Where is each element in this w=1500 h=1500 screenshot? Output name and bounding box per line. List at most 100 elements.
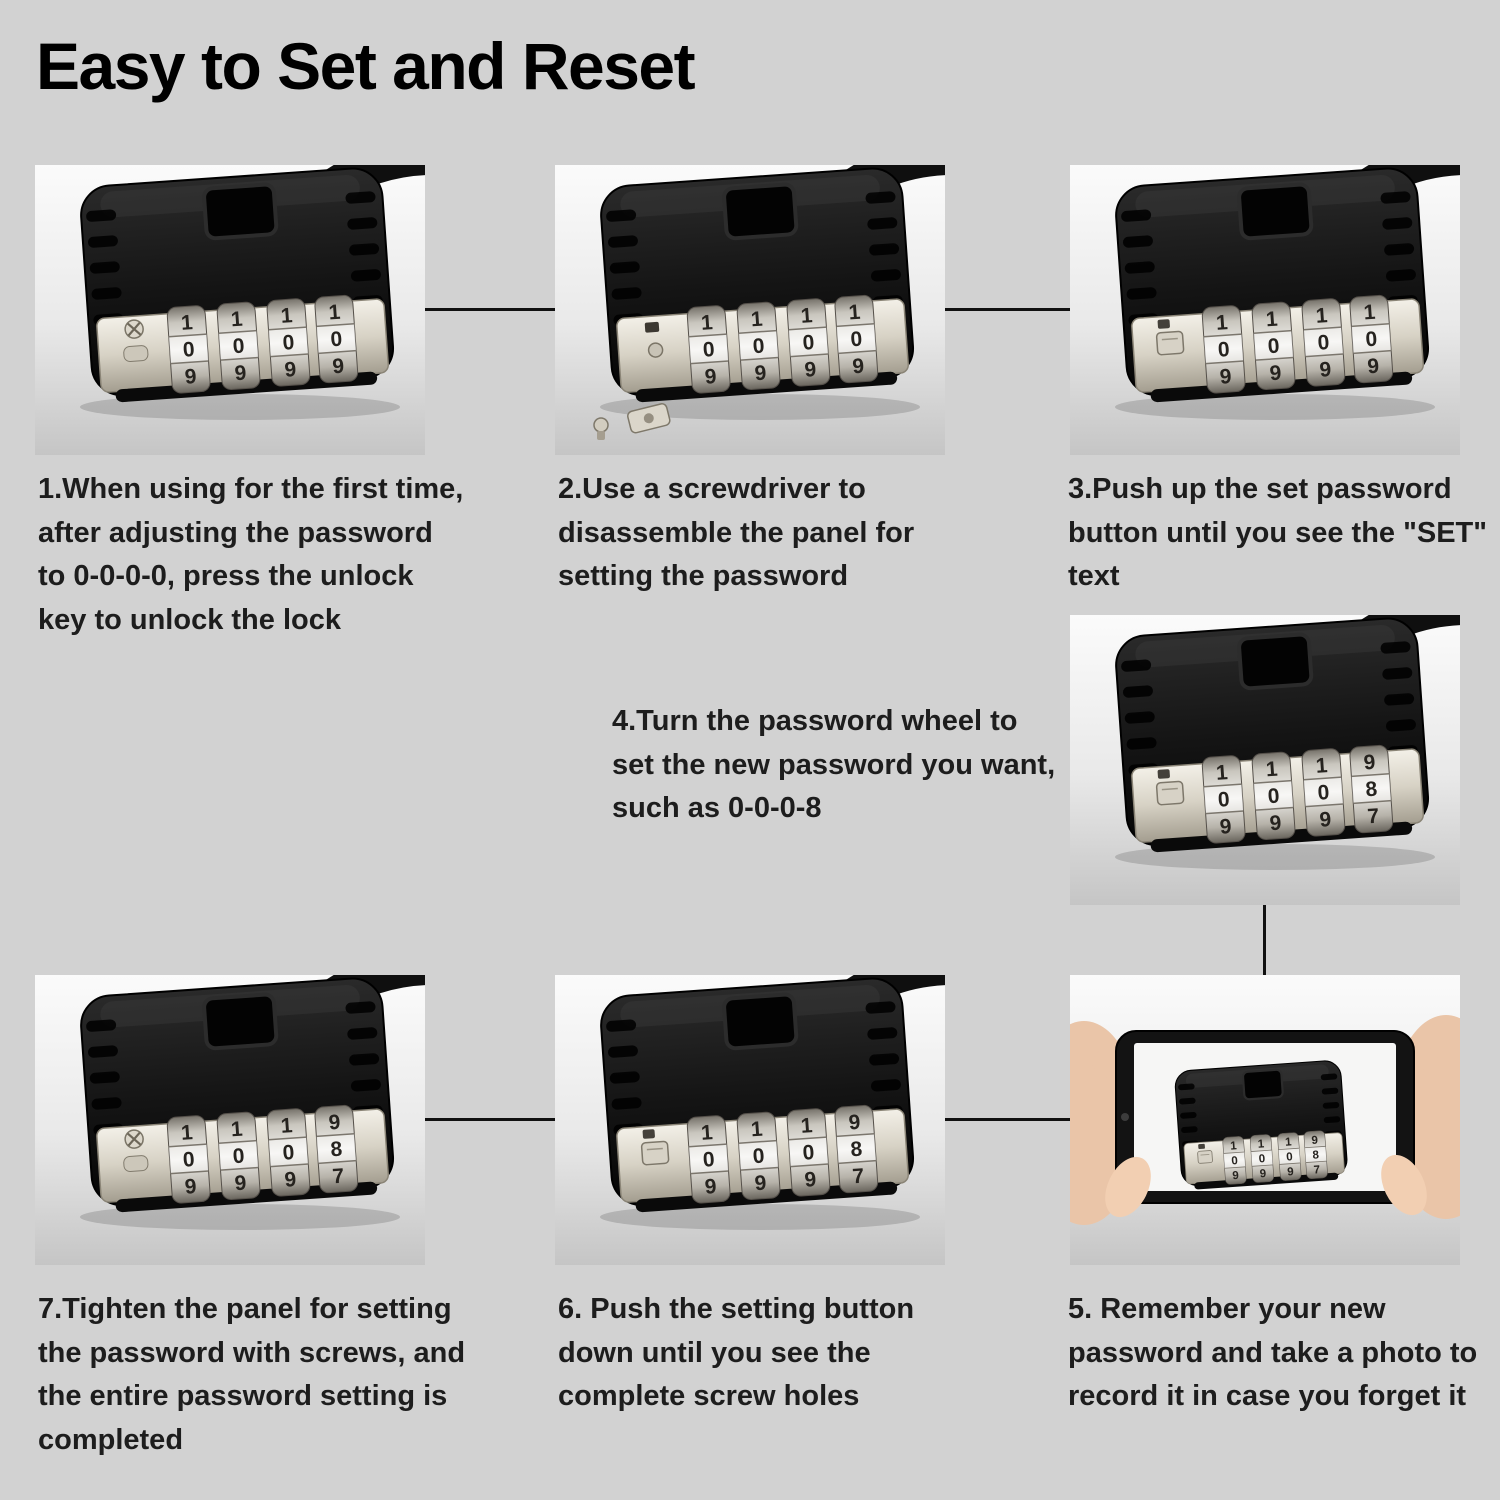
dial-wheel-4: 9 8 7: [1349, 744, 1394, 834]
dial-wheel-3: 1 0 9: [786, 1108, 831, 1197]
step-2-photo: 1 0 9 1 0 9 1 0 9 1 0: [555, 165, 945, 455]
dial-wheel-1: 1 0 9: [1201, 755, 1246, 844]
svg-text:0: 0: [1365, 328, 1378, 352]
svg-text:9: 9: [704, 1175, 717, 1199]
padlock-body: 1 0 9 1 0 9 1 0 9 9 8: [1115, 617, 1430, 853]
svg-text:9: 9: [184, 365, 197, 389]
svg-text:9: 9: [804, 358, 817, 382]
svg-text:9: 9: [284, 358, 297, 382]
dial-wheel-1: 1 0 9: [686, 305, 731, 394]
svg-text:9: 9: [234, 1171, 247, 1195]
svg-text:9: 9: [284, 1168, 297, 1192]
svg-text:0: 0: [1267, 334, 1280, 358]
svg-text:1: 1: [280, 1114, 294, 1138]
set-password-button: [1155, 319, 1185, 356]
step-7-photo: 1 0 9 1 0 9 1 0 9 9 8: [35, 975, 425, 1265]
removed-screw: [593, 417, 609, 433]
svg-text:9: 9: [1287, 1166, 1294, 1178]
padlock-body: 1 0 9 1 0 9 1 0 9 9 8: [80, 977, 395, 1213]
phone-photo-image-step-5: 1 0 9 1 0 9 1 0 9 9 8: [1070, 975, 1460, 1265]
svg-text:9: 9: [1363, 751, 1376, 775]
svg-text:0: 0: [702, 338, 715, 362]
svg-text:8: 8: [1365, 778, 1379, 802]
svg-text:0: 0: [802, 1141, 815, 1165]
svg-text:9: 9: [754, 1171, 767, 1195]
dial-wheel-2: 1 0 9: [1249, 1134, 1274, 1183]
svg-text:9: 9: [1219, 815, 1232, 839]
svg-text:1: 1: [750, 308, 764, 332]
svg-text:9: 9: [332, 355, 345, 379]
svg-text:8: 8: [1312, 1149, 1320, 1161]
svg-text:0: 0: [232, 334, 245, 358]
connector-line-bottom-1: [425, 1118, 555, 1121]
svg-text:1: 1: [180, 1121, 194, 1145]
svg-text:9: 9: [754, 361, 767, 385]
padlock-image-step-7: 1 0 9 1 0 9 1 0 9 9 8: [35, 975, 425, 1265]
dial-wheel-4: 1 0 9: [314, 294, 359, 384]
left-thumb: [1105, 1156, 1151, 1218]
svg-text:1: 1: [1265, 308, 1279, 332]
svg-text:1: 1: [800, 1114, 814, 1138]
svg-text:1: 1: [230, 1118, 244, 1142]
dial-wheel-3: 1 0 9: [1301, 298, 1346, 387]
svg-text:1: 1: [700, 311, 714, 335]
shackle-slot: [202, 182, 279, 241]
right-thumb: [1381, 1154, 1427, 1216]
dial-wheel-4: 1 0 9: [1349, 294, 1394, 384]
dial-wheel-1: 1 0 9: [166, 305, 211, 394]
svg-text:9: 9: [328, 1111, 341, 1135]
dial-wheel-3: 1 0 9: [786, 298, 831, 387]
svg-text:9: 9: [1269, 361, 1282, 385]
shackle-slot: [1237, 632, 1314, 691]
removed-screw-plate: [593, 403, 671, 440]
svg-text:9: 9: [1232, 1170, 1239, 1182]
svg-text:1: 1: [1215, 311, 1229, 335]
svg-text:9: 9: [704, 365, 717, 389]
svg-text:1: 1: [1315, 304, 1329, 328]
dial-wheel-1: 1 0 9: [1201, 305, 1246, 394]
dial-wheel-2: 1 0 9: [1251, 751, 1296, 840]
shackle-slot: [722, 992, 799, 1051]
set-password-button: [640, 1129, 670, 1166]
unlock-screw: [123, 319, 149, 362]
svg-text:0: 0: [1231, 1155, 1238, 1167]
shackle-slot: [202, 992, 279, 1051]
connector-line-top-1: [425, 308, 555, 311]
dial-wheel-4: 9 8 7: [1303, 1130, 1328, 1179]
set-password-button: [1197, 1143, 1213, 1164]
svg-text:0: 0: [1217, 788, 1230, 812]
padlock-image-step-1: 1 0 9 1 0 9 1 0 9 1 0: [35, 165, 425, 455]
dial-wheel-3: 1 0 9: [266, 1108, 311, 1197]
padlock-body: 1 0 9 1 0 9 1 0 9 1 0: [80, 167, 395, 403]
svg-text:9: 9: [1219, 365, 1232, 389]
connector-line-bottom-2: [945, 1118, 1070, 1121]
dial-wheel-2: 1 0 9: [736, 301, 781, 390]
svg-text:1: 1: [800, 304, 814, 328]
dial-wheel-2: 1 0 9: [736, 1111, 781, 1200]
svg-text:0: 0: [232, 1144, 245, 1168]
step-6-photo: 1 0 9 1 0 9 1 0 9 9 8: [555, 975, 945, 1265]
step-4-caption: 4.Turn the password wheel to set the new…: [612, 705, 1056, 824]
step-1-caption: 1.When using for the first time, after a…: [38, 473, 464, 636]
camera-dot: [1121, 1113, 1129, 1121]
svg-text:0: 0: [1258, 1153, 1265, 1165]
dial-wheel-2: 1 0 9: [1251, 301, 1296, 390]
padlock-image-step-3: 1 0 9 1 0 9 1 0 9 1 0: [1070, 165, 1460, 455]
svg-text:0: 0: [1317, 331, 1330, 355]
svg-text:9: 9: [184, 1175, 197, 1199]
padlock-body: 1 0 9 1 0 9 1 0 9 1 0: [1115, 167, 1430, 403]
svg-text:9: 9: [1269, 811, 1282, 835]
svg-text:0: 0: [282, 331, 295, 355]
svg-text:0: 0: [330, 328, 343, 352]
svg-text:1: 1: [1285, 1136, 1293, 1148]
step-3-photo: 1 0 9 1 0 9 1 0 9 1 0: [1070, 165, 1460, 455]
shackle-slot: [722, 182, 799, 241]
svg-text:7: 7: [332, 1165, 345, 1189]
svg-text:0: 0: [182, 1148, 195, 1172]
dial-wheel-3: 1 0 9: [1277, 1132, 1302, 1181]
svg-text:1: 1: [700, 1121, 714, 1145]
dial-wheel-4: 1 0 9: [834, 294, 879, 384]
screw-hole: [644, 321, 664, 358]
svg-text:9: 9: [1311, 1135, 1318, 1147]
